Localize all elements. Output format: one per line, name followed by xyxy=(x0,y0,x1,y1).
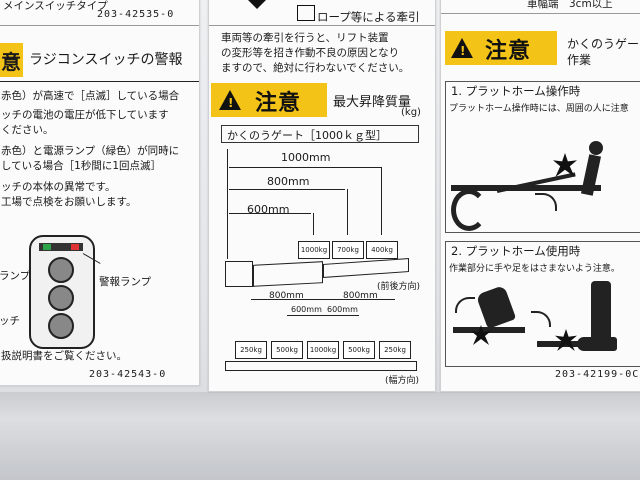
rope-line-1: 車両等の牽引を行うと、リフト装置 xyxy=(221,32,389,44)
left-line-6: ッチの本体の異常です。 xyxy=(1,181,116,193)
lower-dim-right-600: 600mm xyxy=(327,305,358,314)
left-caution-badge: 意 xyxy=(0,43,23,77)
left-footer-text: 扱説明書をご覧ください。 xyxy=(1,350,127,362)
front-back-label: (前後方向) xyxy=(377,282,421,292)
left-curved-arrow-icon xyxy=(455,297,475,313)
weight-500kg-left: 500kg xyxy=(271,341,303,359)
metal-band xyxy=(0,392,640,480)
curved-arrow-icon xyxy=(535,193,557,211)
left-footer-code: 203-42543-0 xyxy=(89,369,167,380)
gate-platform-2 xyxy=(323,257,409,279)
left-body-text: 赤色）が高速で［点滅］している場合 ッチの電池の電圧が低下しています ください。… xyxy=(1,89,179,210)
remote-control-illustration xyxy=(29,235,95,349)
right-code: 203-42199-0C xyxy=(555,369,640,380)
red-lamp xyxy=(71,244,79,250)
weight-1000kg-center: 1000kg xyxy=(307,341,339,359)
remote-button-3 xyxy=(48,313,74,339)
left-title: ラジコンスイッチの警報 xyxy=(29,52,183,68)
gate-platform-1 xyxy=(253,261,323,287)
remote-button-2 xyxy=(48,285,74,311)
lower-dim-left-800: 800mm xyxy=(269,291,304,301)
dim-label-600: 600mm xyxy=(247,203,290,216)
platform-illustration xyxy=(451,185,601,191)
boot-toe xyxy=(577,337,617,351)
right-warning-triangle-icon xyxy=(451,38,473,58)
middle-sticker: ロープ等による牽引 車両等の牽引を行うと、リフト装置 の変形等を招き作動不良の原… xyxy=(208,0,436,392)
section1-heading: 1. プラットホーム操作時 xyxy=(451,84,581,98)
left-line-7: 工場で点検をお願いします。 xyxy=(1,196,137,208)
left-line-2: ッチの電池の電圧が低下しています xyxy=(1,109,169,121)
warning-triangle-icon xyxy=(219,90,241,110)
middle-caution-text: 注意 xyxy=(255,91,302,116)
arrow-down-icon xyxy=(247,0,267,9)
right-top-text: 車幅端 3cm以上 xyxy=(527,0,613,10)
middle-caution-badge: ! 注意 xyxy=(211,83,327,117)
remote-button-1 xyxy=(48,257,74,283)
boot-icon xyxy=(591,281,611,337)
section1-text: プラットホーム操作時には、周囲の人に注意 xyxy=(449,104,629,114)
width-platform xyxy=(225,361,417,371)
right-caution-badge: ! 注意 xyxy=(445,31,557,65)
weight-700kg: 700kg xyxy=(332,241,364,259)
dim-line-800 xyxy=(229,189,345,190)
dim-label-1000: 1000mm xyxy=(281,151,331,164)
rope-line-2: の変形等を招き作動不良の原因となり xyxy=(221,47,400,59)
lower-dim-left-600: 600mm xyxy=(291,305,322,314)
left-top-code: 203-42535-0 xyxy=(97,9,175,20)
gate-label-box xyxy=(221,125,419,143)
weight-250kg-left: 250kg xyxy=(235,341,267,359)
rope-heading: ロープ等による牽引 xyxy=(317,10,420,24)
lower-dim-right-800: 800mm xyxy=(343,291,378,301)
gate-side-illustration xyxy=(225,261,253,287)
weight-1000kg: 1000kg xyxy=(298,241,330,259)
section2-text: 作業部分に手や足をはさまないよう注意。 xyxy=(449,264,620,274)
max-lift-label: 最大昇降質量 xyxy=(333,95,412,110)
left-line-1: 赤色）が高速で［点滅］している場合 xyxy=(1,90,180,102)
right-caution-text: 注意 xyxy=(485,39,532,64)
left-top-text: メインスイッチタイプ xyxy=(3,0,108,12)
left-line-5: している場合［1秒間に1回点滅］ xyxy=(1,160,162,172)
weight-250kg-right: 250kg xyxy=(379,341,411,359)
left-line-4: 赤色）と電源ランプ（緑色）が同時に xyxy=(1,145,180,157)
dim-label-800: 800mm xyxy=(267,175,310,188)
right-curved-arrow-icon xyxy=(531,311,551,327)
left-pinch-plate xyxy=(453,327,525,333)
right-title-line-2: 作業 xyxy=(567,53,592,67)
lamp-label-left: ランプ xyxy=(0,270,31,282)
rope-warning-icon xyxy=(297,5,315,21)
section2-box xyxy=(445,241,640,367)
gate-label: かくのうゲート［1000ｋｇ型］ xyxy=(227,129,387,142)
lamp-label-right: 警報ランプ xyxy=(99,276,152,288)
right-title-line-1: かくのうゲー xyxy=(567,37,640,51)
max-lift-unit: (kg) xyxy=(401,107,421,118)
rope-text: 車両等の牽引を行うと、リフト装置 の変形等を招き作動不良の原因となり ますので、… xyxy=(221,31,409,76)
weight-500kg-right: 500kg xyxy=(343,341,375,359)
switch-label: ッチ xyxy=(0,315,20,327)
section1-box xyxy=(445,81,640,233)
left-sticker: メインスイッチタイプ 203-42535-0 意 ラジコンスイッチの警報 赤色）… xyxy=(0,0,200,386)
rope-line-3: ますので、絶対に行わないでください。 xyxy=(221,62,410,74)
green-lamp xyxy=(43,244,51,250)
left-line-3: ください。 xyxy=(1,124,54,136)
right-sticker: 車幅端 3cm以上 ! 注意 かくのうゲー 作業 1. プラットホーム操作時 プ… xyxy=(440,0,640,392)
tire-icon xyxy=(451,189,487,231)
left-badge-fragment: 意 xyxy=(1,49,21,74)
weight-400kg: 400kg xyxy=(366,241,398,259)
section2-heading: 2. プラットホーム使用時 xyxy=(451,244,581,258)
person-figure-icon xyxy=(589,141,603,155)
remote-lamp-bar xyxy=(39,243,83,251)
dim-line-1000 xyxy=(229,167,381,168)
dim-line-600 xyxy=(229,213,311,214)
width-direction-label: (幅方向) xyxy=(385,376,420,386)
